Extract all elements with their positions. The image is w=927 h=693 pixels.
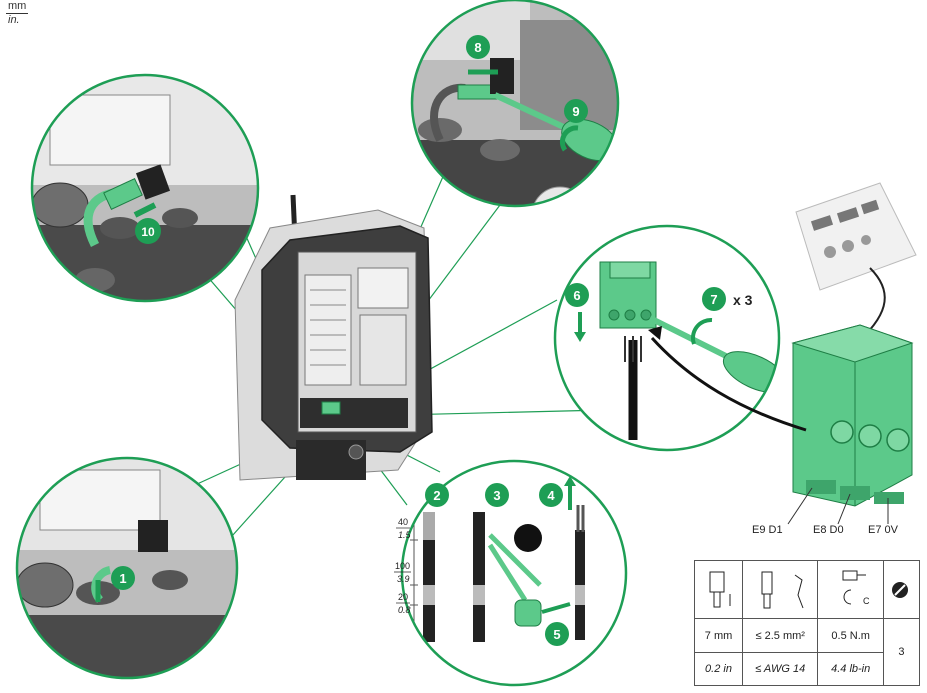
terminal-block-large xyxy=(648,324,914,525)
accessory-bag xyxy=(795,182,917,346)
step-badge-2: 2 xyxy=(425,483,449,507)
step-badge-5: 5 xyxy=(545,622,569,646)
step-badge-9: 9 xyxy=(564,99,588,123)
step-2-label: 2 xyxy=(433,488,440,503)
step-5-label: 5 xyxy=(553,627,560,642)
step-9-label: 9 xyxy=(572,104,579,119)
units-mm: mm xyxy=(6,0,29,14)
step-badge-3: 3 xyxy=(485,483,509,507)
step-badge-4: 4 xyxy=(539,483,563,507)
detail-circle-steps8-9 xyxy=(410,0,620,208)
step-6-label: 6 xyxy=(573,288,580,303)
strip-c-in: 0.8 xyxy=(398,605,411,615)
wallbox-illustration xyxy=(234,194,433,481)
step-4-label: 4 xyxy=(547,488,555,503)
step-badge-6: 6 xyxy=(565,283,589,307)
units-legend: mm in. xyxy=(6,0,29,27)
strip-b-mm: 100 xyxy=(395,561,410,571)
section-awg: ≤ AWG 14 xyxy=(742,652,819,686)
torque-nm: 0.5 N.m xyxy=(817,618,884,653)
step-7-label: 7 xyxy=(710,292,717,307)
step-10-label: 10 xyxy=(141,225,155,239)
units-in: in. xyxy=(8,14,20,26)
step-badge-7: 7 xyxy=(702,287,726,311)
screwdriver-size: 3 xyxy=(882,618,921,686)
terminal-label-e7: E7 0V xyxy=(868,524,898,536)
step-badge-1: 1 xyxy=(111,566,135,590)
strip-length-labels: 40 1.5 100 3.9 20 0.8 xyxy=(394,517,412,615)
strip-length-mm: 7 mm xyxy=(693,618,744,653)
detail-circle-step10 xyxy=(30,73,260,303)
strip-c-mm: 20 xyxy=(398,592,408,602)
step-badge-10: 10 xyxy=(135,218,161,244)
step-badge-8: 8 xyxy=(466,35,490,59)
strip-length-in: 0.2 in xyxy=(693,652,744,686)
section-mm2: ≤ 2.5 mm² xyxy=(742,618,819,653)
detail-circle-steps6-7 xyxy=(553,224,781,452)
strip-a-mm: 40 xyxy=(398,517,408,527)
torque-lbin: 4.4 lb-in xyxy=(817,652,884,686)
terminal-label-e8: E8 D0 xyxy=(813,524,844,536)
terminal-label-e9: E9 D1 xyxy=(752,524,783,536)
torque-symbol: C xyxy=(863,596,870,606)
strip-a-in: 1.5 xyxy=(398,530,412,540)
step-badges: 1 2 3 4 5 6 7 8 9 10 xyxy=(111,35,726,646)
wiring-spec-table: 7 mm ≤ 2.5 mm² 0.5 N.m 3 0.2 in ≤ AWG 14… xyxy=(693,560,921,686)
step-8-label: 8 xyxy=(474,40,481,55)
repeat-count: x 3 xyxy=(733,292,753,308)
step-3-label: 3 xyxy=(493,488,500,503)
step-1-label: 1 xyxy=(119,571,126,586)
strip-b-in: 3.9 xyxy=(397,574,410,584)
